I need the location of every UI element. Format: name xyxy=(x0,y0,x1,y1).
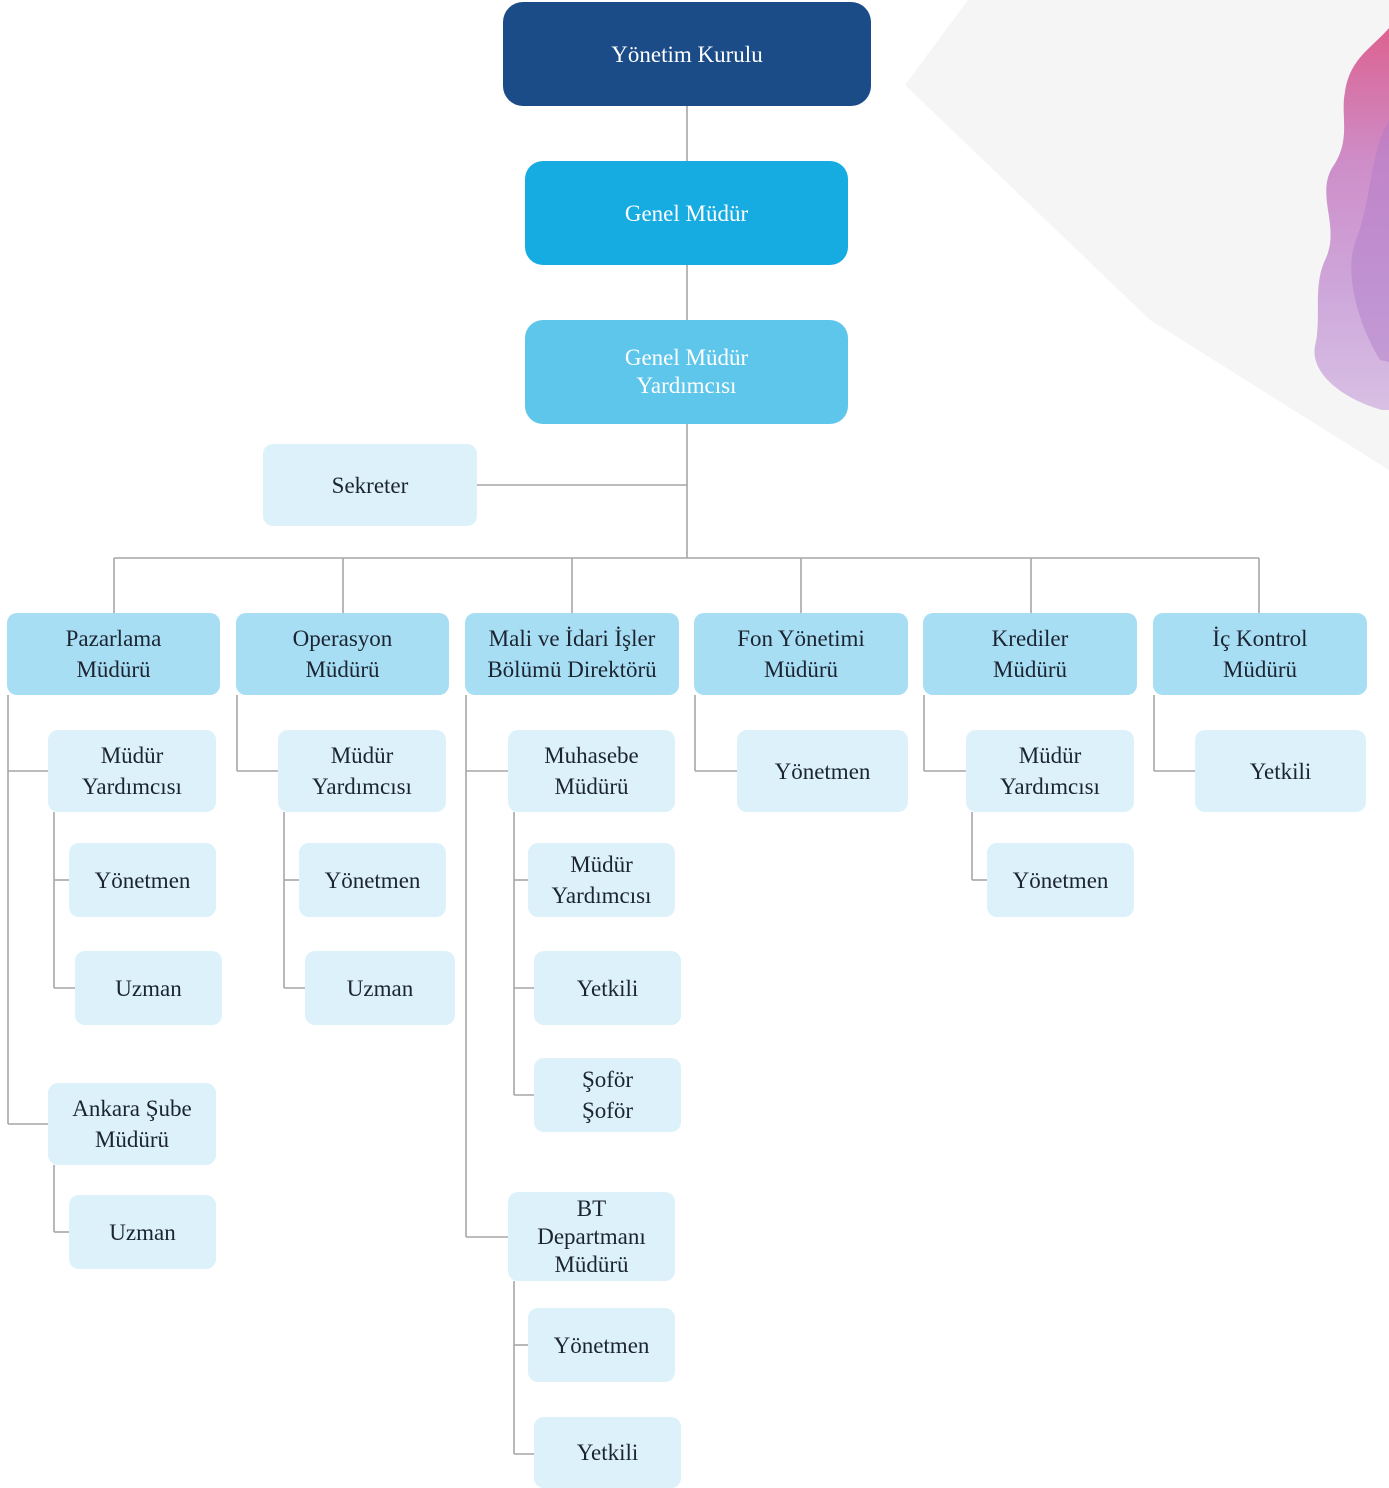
dept-fund-management-box: Fon Yönetimi Müdürü xyxy=(694,613,908,695)
node-label: Şoför xyxy=(581,1098,634,1123)
node-label: Ankara Şube xyxy=(72,1096,192,1121)
fund-director-box: Yönetmen xyxy=(737,730,908,812)
dept-title-line: Müdürü xyxy=(763,657,839,682)
credits-director-box: Yönetmen xyxy=(987,843,1134,917)
deputy-general-manager-box: Genel Müdür Yardımcısı xyxy=(525,320,848,424)
node-label: Yönetmen xyxy=(94,867,191,893)
node-label: Yetkili xyxy=(576,1440,639,1465)
dept-title-line: Krediler xyxy=(991,626,1069,651)
accounting-assistant-manager-box: Müdür Yardımcısı xyxy=(528,843,675,917)
credits-assistant-manager-box: Müdür Yardımcısı xyxy=(966,730,1134,812)
internal-control-officer-box: Yetkili xyxy=(1195,730,1366,812)
node-label: Müdür xyxy=(570,852,633,877)
it-officer-box: Yetkili xyxy=(534,1417,681,1488)
node-label: Müdürü xyxy=(94,1127,170,1152)
node-label: Departmanı xyxy=(537,1223,646,1249)
dept-title-line: Bölümü Direktörü xyxy=(487,657,657,682)
node-label: Yönetmen xyxy=(1012,867,1109,893)
node-label: Yönetmen xyxy=(324,867,421,893)
node-label: Uzman xyxy=(346,975,414,1001)
dept-title-line: Müdürü xyxy=(305,657,380,682)
dept-title-line: Müdürü xyxy=(76,657,151,682)
node-label: Müdürü xyxy=(554,774,629,799)
dept-title-line: Operasyon xyxy=(292,626,393,651)
node-label: BT xyxy=(576,1195,607,1221)
operations-specialist-box: Uzman xyxy=(305,951,455,1025)
dept-title-line: Pazarlama xyxy=(65,626,162,651)
secretary-box: Sekreter xyxy=(263,444,477,526)
node-label: Müdür xyxy=(330,743,394,768)
driver-box: Şoför Şoför xyxy=(534,1058,681,1132)
general-manager-label: Genel Müdür xyxy=(624,200,749,226)
deputy-general-manager-label-1: Genel Müdür xyxy=(624,345,749,370)
node-label: Yardımcısı xyxy=(551,883,652,908)
marketing-director-box: Yönetmen xyxy=(69,843,216,917)
secretary-label: Sekreter xyxy=(331,472,409,498)
node-label: Muhasebe xyxy=(544,743,639,768)
node-label: Yardımcısı xyxy=(82,774,182,799)
it-department-manager-box: BT Departmanı Müdürü xyxy=(508,1192,675,1281)
node-label: Uzman xyxy=(109,1219,176,1245)
it-director-box: Yönetmen xyxy=(528,1308,675,1382)
marketing-specialist-box: Uzman xyxy=(75,951,222,1025)
dept-title-line: Müdürü xyxy=(1222,657,1298,682)
deputy-general-manager-label-2: Yardımcısı xyxy=(636,373,737,398)
ankara-branch-manager-box: Ankara Şube Müdürü xyxy=(48,1083,216,1165)
accounting-officer-box: Yetkili xyxy=(534,951,681,1025)
dept-internal-control-box: İç Kontrol Müdürü xyxy=(1153,613,1367,695)
node-label: Yönetmen xyxy=(553,1332,650,1358)
board-label: Yönetim Kurulu xyxy=(611,41,763,67)
dept-marketing-box: Pazarlama Müdürü xyxy=(7,613,220,695)
dept-title-line: İç Kontrol xyxy=(1212,626,1308,651)
node-label: Şoför xyxy=(581,1067,634,1092)
accounting-manager-box: Muhasebe Müdürü xyxy=(508,730,675,812)
node-label: Yetkili xyxy=(576,975,639,1001)
general-manager-box: Genel Müdür xyxy=(525,161,848,265)
dept-title-line: Fon Yönetimi xyxy=(737,626,865,651)
node-label: Uzman xyxy=(115,975,182,1001)
marketing-assistant-manager-box: Müdür Yardımcısı xyxy=(48,730,216,812)
node-label: Yardımcısı xyxy=(1000,774,1100,799)
operations-assistant-manager-box: Müdür Yardımcısı xyxy=(278,730,446,812)
operations-director-box: Yönetmen xyxy=(299,843,446,917)
ankara-specialist-box: Uzman xyxy=(69,1195,216,1269)
node-label: Yönetmen xyxy=(774,758,871,784)
node-label: Yetkili xyxy=(1249,758,1312,784)
dept-credits-box: Krediler Müdürü xyxy=(923,613,1137,695)
board-box: Yönetim Kurulu xyxy=(503,2,871,106)
node-label: Müdür xyxy=(1018,743,1082,768)
dept-title-line: Mali ve İdari İşler xyxy=(488,626,656,651)
dept-finance-admin-box: Mali ve İdari İşler Bölümü Direktörü xyxy=(465,613,679,695)
dept-operations-box: Operasyon Müdürü xyxy=(236,613,449,695)
dept-title-line: Müdürü xyxy=(992,657,1068,682)
node-label: Yardımcısı xyxy=(312,774,412,799)
node-label: Müdürü xyxy=(554,1251,629,1277)
node-label: Müdür xyxy=(100,743,164,768)
